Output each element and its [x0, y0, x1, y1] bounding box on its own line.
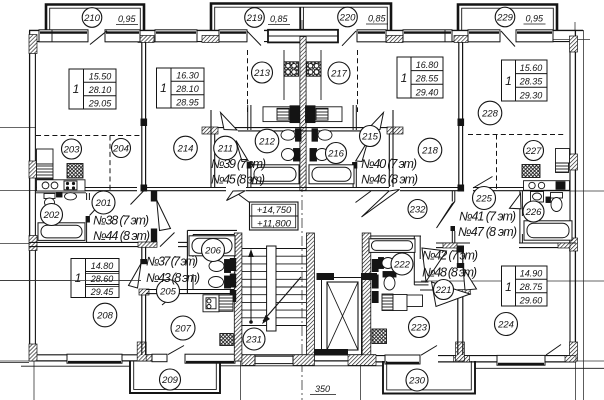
svg-text:1: 1 — [160, 81, 167, 95]
svg-text:221: 221 — [435, 285, 452, 296]
svg-text:№38 (7 эт): №38 (7 эт) — [93, 214, 149, 228]
svg-text:29.40: 29.40 — [415, 87, 439, 97]
svg-text:0,85: 0,85 — [368, 14, 387, 24]
svg-text:0,95: 0,95 — [526, 14, 545, 24]
svg-text:205: 205 — [159, 287, 177, 298]
svg-text:227: 227 — [525, 146, 543, 157]
svg-text:№44 (8 эт): №44 (8 эт) — [93, 229, 150, 243]
svg-text:208: 208 — [96, 311, 114, 322]
svg-text:+11,800: +11,800 — [257, 219, 292, 230]
svg-text:212: 212 — [258, 137, 276, 148]
svg-text:16.30: 16.30 — [176, 71, 199, 81]
svg-text:226: 226 — [525, 207, 543, 218]
svg-text:1: 1 — [73, 82, 80, 96]
svg-text:215: 215 — [361, 132, 379, 143]
svg-text:15.50: 15.50 — [89, 72, 112, 82]
svg-text:28.95: 28.95 — [175, 97, 200, 107]
svg-text:229: 229 — [496, 13, 514, 24]
svg-text:216: 216 — [327, 149, 345, 160]
svg-text:210: 210 — [83, 13, 101, 24]
svg-text:28.10: 28.10 — [175, 84, 199, 94]
svg-text:217: 217 — [330, 69, 348, 80]
svg-text:№47 (8 эт): №47 (8 эт) — [458, 225, 517, 239]
svg-text:№39 (7 эт): №39 (7 эт) — [211, 157, 266, 171]
svg-text:№40 (7 эт): №40 (7 эт) — [361, 157, 417, 171]
svg-text:220: 220 — [339, 13, 357, 24]
svg-text:15.60: 15.60 — [520, 63, 543, 73]
svg-text:№41 (7 эт): №41 (7 эт) — [459, 210, 516, 224]
svg-text:28.55: 28.55 — [415, 74, 440, 84]
svg-text:29.60: 29.60 — [519, 295, 543, 305]
svg-text:350: 350 — [315, 384, 330, 394]
svg-text:14.90: 14.90 — [520, 269, 543, 279]
svg-text:29.30: 29.30 — [519, 90, 543, 100]
svg-text:28.35: 28.35 — [519, 77, 544, 87]
svg-text:214: 214 — [177, 144, 194, 155]
svg-text:231: 231 — [245, 335, 262, 346]
svg-text:223: 223 — [410, 323, 428, 334]
svg-text:16.80: 16.80 — [416, 60, 439, 70]
svg-text:0,95: 0,95 — [118, 14, 137, 24]
svg-text:219: 219 — [246, 13, 264, 24]
svg-text:1: 1 — [505, 74, 512, 88]
svg-text:204: 204 — [112, 144, 129, 155]
svg-text:№37 (7 эт): №37 (7 эт) — [146, 255, 198, 269]
svg-text:224: 224 — [497, 320, 514, 331]
svg-text:+14,750: +14,750 — [257, 205, 292, 216]
svg-text:№42 (7 эт): №42 (7 эт) — [422, 249, 478, 263]
svg-text:28.75: 28.75 — [519, 282, 544, 292]
svg-text:1: 1 — [505, 280, 512, 294]
svg-text:1: 1 — [75, 271, 82, 285]
svg-text:0,85: 0,85 — [270, 14, 289, 24]
svg-text:28.60: 28.60 — [90, 274, 114, 284]
svg-text:206: 206 — [204, 246, 222, 257]
svg-text:209: 209 — [161, 375, 179, 386]
svg-text:230: 230 — [408, 376, 426, 387]
svg-text:№45 (8 эт): №45 (8 эт) — [211, 173, 265, 187]
svg-text:207: 207 — [174, 324, 192, 335]
svg-text:202: 202 — [43, 210, 61, 221]
svg-text:28.10: 28.10 — [88, 85, 112, 95]
svg-text:14.80: 14.80 — [91, 261, 114, 271]
svg-text:232: 232 — [409, 205, 427, 216]
svg-text:222: 222 — [393, 260, 411, 271]
svg-text:201: 201 — [95, 198, 112, 209]
svg-text:29.05: 29.05 — [88, 98, 113, 108]
svg-text:218: 218 — [421, 146, 439, 157]
svg-text:№48 (8 эт): №48 (8 эт) — [422, 266, 477, 280]
svg-text:203: 203 — [63, 145, 81, 156]
svg-text:№43 (8 эт): №43 (8 эт) — [146, 271, 200, 285]
svg-text:29.45: 29.45 — [90, 287, 115, 297]
svg-text:228: 228 — [481, 109, 499, 120]
svg-text:№46 (8 эт): №46 (8 эт) — [361, 173, 418, 187]
svg-text:1: 1 — [401, 71, 408, 85]
svg-text:213: 213 — [253, 68, 271, 79]
svg-text:225: 225 — [475, 194, 493, 205]
svg-text:211: 211 — [217, 144, 233, 155]
